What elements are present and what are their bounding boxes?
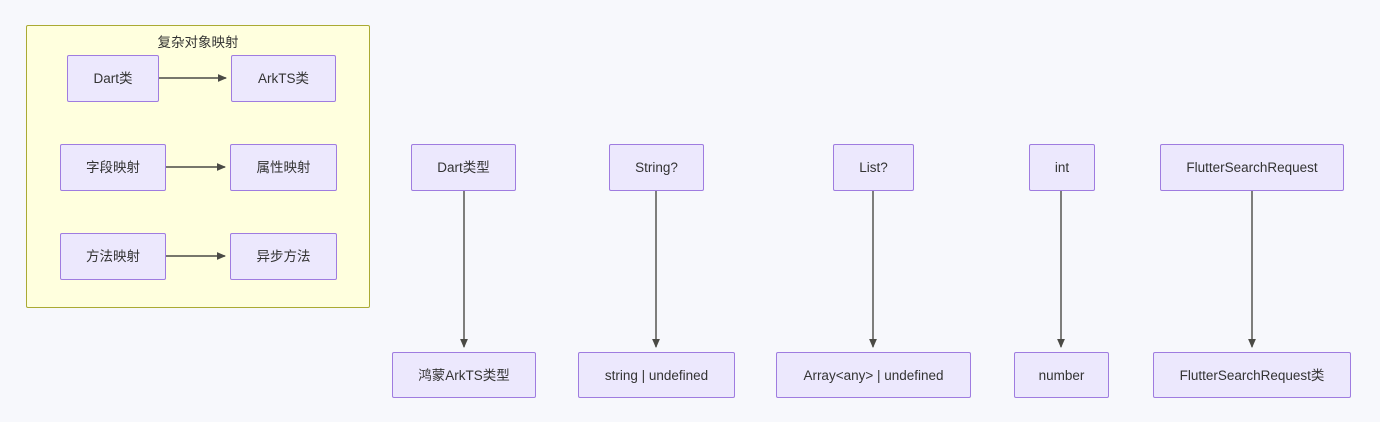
node-label: 方法映射 (86, 249, 140, 264)
node-label: Dart类型 (437, 160, 490, 175)
node-method-map[interactable]: 方法映射 (60, 233, 166, 280)
node-harmony-type[interactable]: 鸿蒙ArkTS类型 (392, 352, 536, 398)
cluster-title: 复杂对象映射 (157, 35, 239, 50)
node-int-type[interactable]: int (1029, 144, 1095, 191)
node-label: Dart类 (93, 71, 133, 86)
node-label: 鸿蒙ArkTS类型 (418, 367, 510, 383)
node-dart-type[interactable]: Dart类型 (411, 144, 516, 191)
node-string-opt[interactable]: String? (609, 144, 704, 191)
node-label: number (1038, 367, 1085, 383)
node-label: ArkTS类 (257, 71, 309, 86)
node-prop-map[interactable]: 属性映射 (230, 144, 337, 191)
node-label: FlutterSearchRequest (1186, 160, 1318, 175)
node-label: int (1054, 160, 1070, 175)
node-label: Array<any> | undefined (803, 367, 944, 383)
node-number-type[interactable]: number (1014, 352, 1109, 398)
node-list-opt[interactable]: List? (833, 144, 914, 191)
node-label: String? (635, 160, 678, 175)
node-string-undef[interactable]: string | undefined (578, 352, 735, 398)
node-array-undef[interactable]: Array<any> | undefined (776, 352, 971, 398)
node-dart-class[interactable]: Dart类 (67, 55, 159, 102)
node-arkts-class[interactable]: ArkTS类 (231, 55, 336, 102)
node-label: List? (859, 160, 888, 175)
node-flutter-req-class[interactable]: FlutterSearchRequest类 (1153, 352, 1351, 398)
node-label: FlutterSearchRequest类 (1179, 367, 1325, 383)
node-label: 字段映射 (86, 160, 140, 175)
node-async-method[interactable]: 异步方法 (230, 233, 337, 280)
node-label: 异步方法 (256, 249, 311, 264)
node-label: string | undefined (604, 367, 709, 383)
node-flutter-req[interactable]: FlutterSearchRequest (1160, 144, 1344, 191)
node-field-map[interactable]: 字段映射 (60, 144, 166, 191)
node-label: 属性映射 (256, 160, 311, 175)
